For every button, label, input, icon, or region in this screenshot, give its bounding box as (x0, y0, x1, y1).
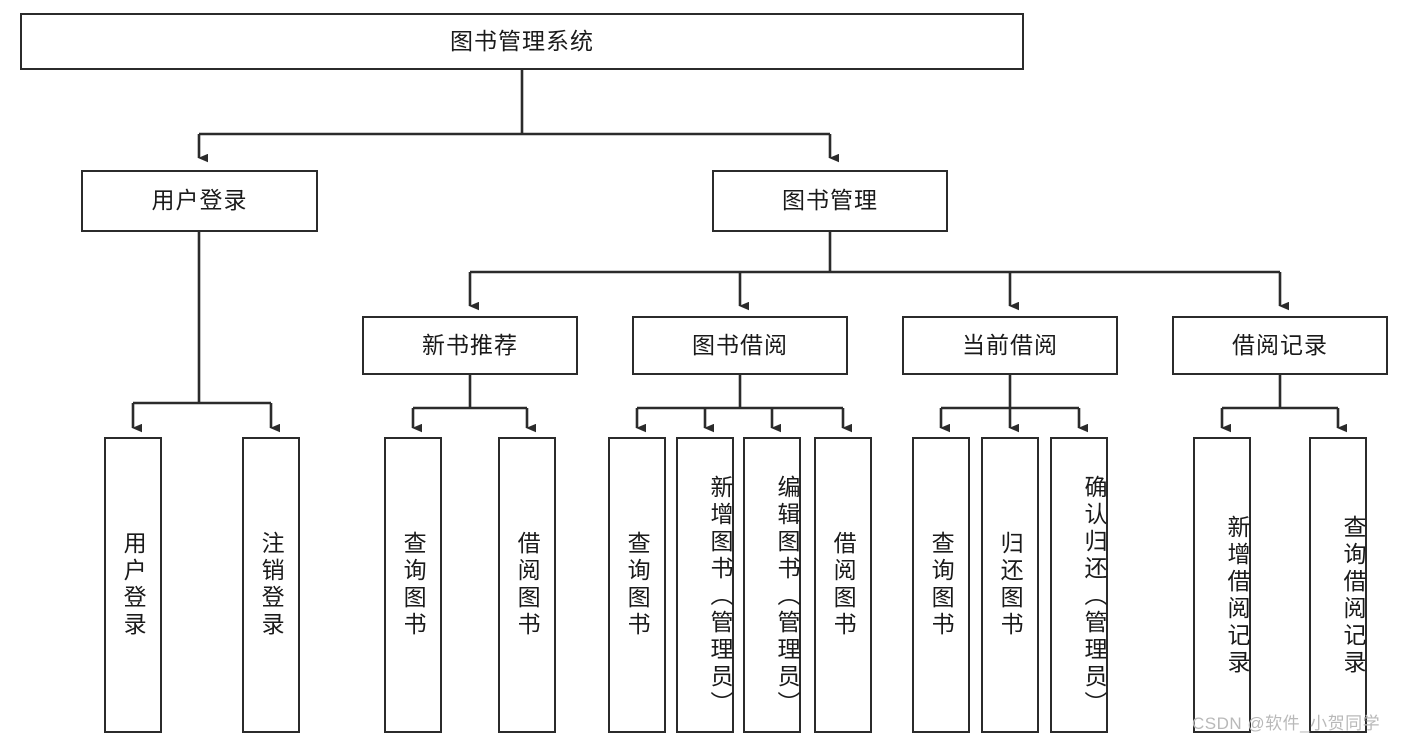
node-leaf-confirm-return[interactable]: 确认归还（管理员） (1050, 437, 1108, 733)
node-root[interactable]: 图书管理系统 (20, 13, 1024, 70)
node-user-login-label: 用户登录 (151, 187, 248, 214)
node-book-manage-label: 图书管理 (782, 187, 878, 214)
node-leaf-borrow-book-2[interactable]: 借阅图书 (814, 437, 872, 733)
node-leaf-add-record-label: 新增借阅记录 (1224, 515, 1250, 677)
node-leaf-user-logout[interactable]: 注销登录 (242, 437, 300, 733)
node-current-borrow-label: 当前借阅 (962, 331, 1058, 358)
node-book-manage[interactable]: 图书管理 (712, 170, 948, 232)
node-borrow-record-label: 借阅记录 (1232, 331, 1328, 358)
node-leaf-confirm-return-label: 确认归还（管理员） (1081, 474, 1107, 718)
node-new-book-recommend[interactable]: 新书推荐 (362, 316, 578, 375)
node-leaf-query-book-3[interactable]: 查询图书 (912, 437, 970, 733)
node-current-borrow[interactable]: 当前借阅 (902, 316, 1118, 375)
node-leaf-borrow-book-1-label: 借阅图书 (514, 531, 541, 639)
node-leaf-query-book-3-label: 查询图书 (928, 531, 955, 639)
node-leaf-user-login-label: 用户登录 (120, 531, 147, 639)
node-leaf-query-record[interactable]: 查询借阅记录 (1309, 437, 1367, 733)
node-leaf-return-book-label: 归还图书 (997, 531, 1024, 639)
node-leaf-query-book-1-label: 查询图书 (400, 531, 427, 639)
node-leaf-add-record[interactable]: 新增借阅记录 (1193, 437, 1251, 733)
node-book-borrow[interactable]: 图书借阅 (632, 316, 848, 375)
csdn-watermark: CSDN @软件_小贺同学 (1192, 714, 1381, 733)
node-leaf-query-book-2-label: 查询图书 (624, 531, 651, 639)
node-leaf-user-login[interactable]: 用户登录 (104, 437, 162, 733)
node-borrow-record[interactable]: 借阅记录 (1172, 316, 1388, 375)
node-leaf-add-book[interactable]: 新增图书（管理员） (676, 437, 734, 733)
node-leaf-borrow-book-2-label: 借阅图书 (830, 531, 857, 639)
node-leaf-add-book-label: 新增图书（管理员） (707, 474, 733, 718)
node-leaf-query-book-2[interactable]: 查询图书 (608, 437, 666, 733)
node-root-label: 图书管理系统 (450, 27, 594, 54)
node-leaf-edit-book[interactable]: 编辑图书（管理员） (743, 437, 801, 733)
node-leaf-user-logout-label: 注销登录 (258, 531, 285, 639)
node-leaf-return-book[interactable]: 归还图书 (981, 437, 1039, 733)
node-leaf-borrow-book-1[interactable]: 借阅图书 (498, 437, 556, 733)
node-user-login[interactable]: 用户登录 (81, 170, 318, 232)
node-leaf-query-record-label: 查询借阅记录 (1340, 515, 1366, 677)
node-leaf-query-book-1[interactable]: 查询图书 (384, 437, 442, 733)
node-leaf-edit-book-label: 编辑图书（管理员） (774, 474, 800, 718)
node-book-borrow-label: 图书借阅 (692, 331, 788, 358)
node-new-book-recommend-label: 新书推荐 (422, 331, 518, 358)
